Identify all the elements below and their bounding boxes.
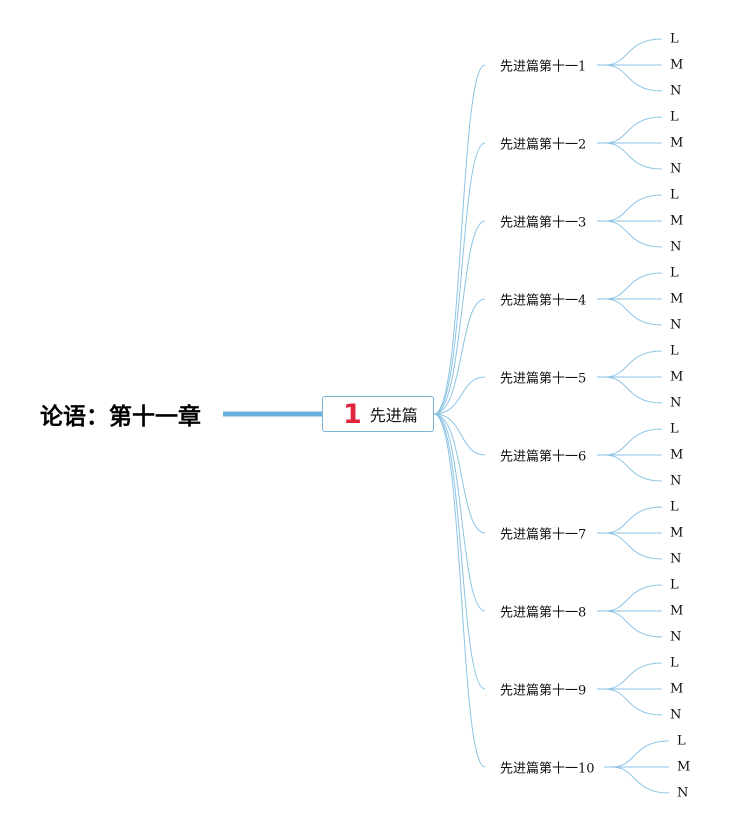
- leaf-connector: [604, 688, 663, 716]
- leaf-topic[interactable]: N: [670, 395, 682, 411]
- leaf-topic[interactable]: M: [670, 603, 684, 619]
- leaf-topic[interactable]: N: [670, 83, 682, 99]
- leaf-connector: [604, 38, 663, 66]
- branch-topic[interactable]: 先进篇第十一1: [500, 59, 587, 75]
- leaf-connector: [604, 610, 663, 638]
- leaf-connector: [604, 506, 663, 534]
- branch-topic[interactable]: 先进篇第十一10: [500, 761, 595, 777]
- leaf-topic[interactable]: N: [670, 707, 682, 723]
- leaf-topic[interactable]: M: [670, 213, 684, 229]
- branch-connector: [433, 142, 486, 415]
- leaf-connector: [604, 662, 663, 690]
- leaf-topic[interactable]: L: [670, 421, 679, 437]
- leaf-connector: [604, 194, 663, 222]
- branch-connector: [433, 413, 486, 456]
- branch-connector: [433, 413, 486, 768]
- leaf-connector: [604, 298, 663, 326]
- branch-connector: [433, 220, 486, 415]
- branch-topic[interactable]: 先进篇第十一4: [500, 293, 587, 309]
- branch-connector: [433, 376, 486, 415]
- leaf-topic[interactable]: M: [677, 759, 691, 775]
- leaf-topic[interactable]: L: [670, 343, 679, 359]
- leaf-topic[interactable]: L: [670, 265, 679, 281]
- leaf-connector: [604, 584, 663, 612]
- leaf-topic[interactable]: M: [670, 369, 684, 385]
- main-topic-node[interactable]: 1 先进篇: [322, 396, 434, 432]
- branch-topic[interactable]: 先进篇第十一9: [500, 683, 587, 699]
- leaf-connector: [604, 376, 663, 404]
- leaf-topic[interactable]: M: [670, 681, 684, 697]
- number-badge: 1: [343, 398, 362, 430]
- leaf-connector: [604, 428, 663, 456]
- branch-topic[interactable]: 先进篇第十一3: [500, 215, 587, 231]
- leaf-topic[interactable]: L: [670, 577, 679, 593]
- branch-topic[interactable]: 先进篇第十一7: [500, 527, 587, 543]
- leaf-connector: [604, 116, 663, 144]
- leaf-connector: [611, 766, 670, 794]
- leaf-topic[interactable]: M: [670, 57, 684, 73]
- leaf-topic[interactable]: M: [670, 447, 684, 463]
- leaf-topic[interactable]: L: [670, 31, 679, 47]
- leaf-connector: [604, 64, 663, 92]
- main-topic-label: 先进篇: [369, 406, 418, 425]
- branch-connector: [433, 413, 486, 690]
- leaf-topic[interactable]: N: [670, 629, 682, 645]
- branch-connector: [433, 298, 486, 415]
- leaf-topic[interactable]: M: [670, 525, 684, 541]
- leaf-connector: [604, 350, 663, 378]
- leaf-topic[interactable]: L: [670, 109, 679, 125]
- leaf-topic[interactable]: L: [670, 187, 679, 203]
- leaf-topic[interactable]: N: [670, 473, 682, 489]
- leaf-topic[interactable]: L: [670, 499, 679, 515]
- branch-topic[interactable]: 先进篇第十一5: [500, 371, 587, 387]
- branch-connector: [433, 413, 486, 612]
- leaf-topic[interactable]: M: [670, 291, 684, 307]
- root-topic[interactable]: 论语：第十一章: [40, 404, 201, 430]
- leaf-topic[interactable]: M: [670, 135, 684, 151]
- leaf-connector: [604, 220, 663, 248]
- branch-topic[interactable]: 先进篇第十一8: [500, 605, 587, 621]
- leaf-connector: [604, 454, 663, 482]
- branch-connector: [433, 64, 486, 415]
- leaf-topic[interactable]: N: [670, 551, 682, 567]
- leaf-topic[interactable]: N: [677, 785, 689, 801]
- branch-topic[interactable]: 先进篇第十一2: [500, 137, 587, 153]
- branch-topic[interactable]: 先进篇第十一6: [500, 449, 587, 465]
- leaf-connector: [611, 740, 670, 768]
- leaf-topic[interactable]: N: [670, 161, 682, 177]
- leaf-topic[interactable]: L: [670, 655, 679, 671]
- branch-connector: [433, 413, 486, 534]
- leaf-connector: [604, 142, 663, 170]
- leaf-connector: [604, 532, 663, 560]
- leaf-topic[interactable]: L: [677, 733, 686, 749]
- leaf-topic[interactable]: N: [670, 317, 682, 333]
- leaf-connector: [604, 272, 663, 300]
- leaf-topic[interactable]: N: [670, 239, 682, 255]
